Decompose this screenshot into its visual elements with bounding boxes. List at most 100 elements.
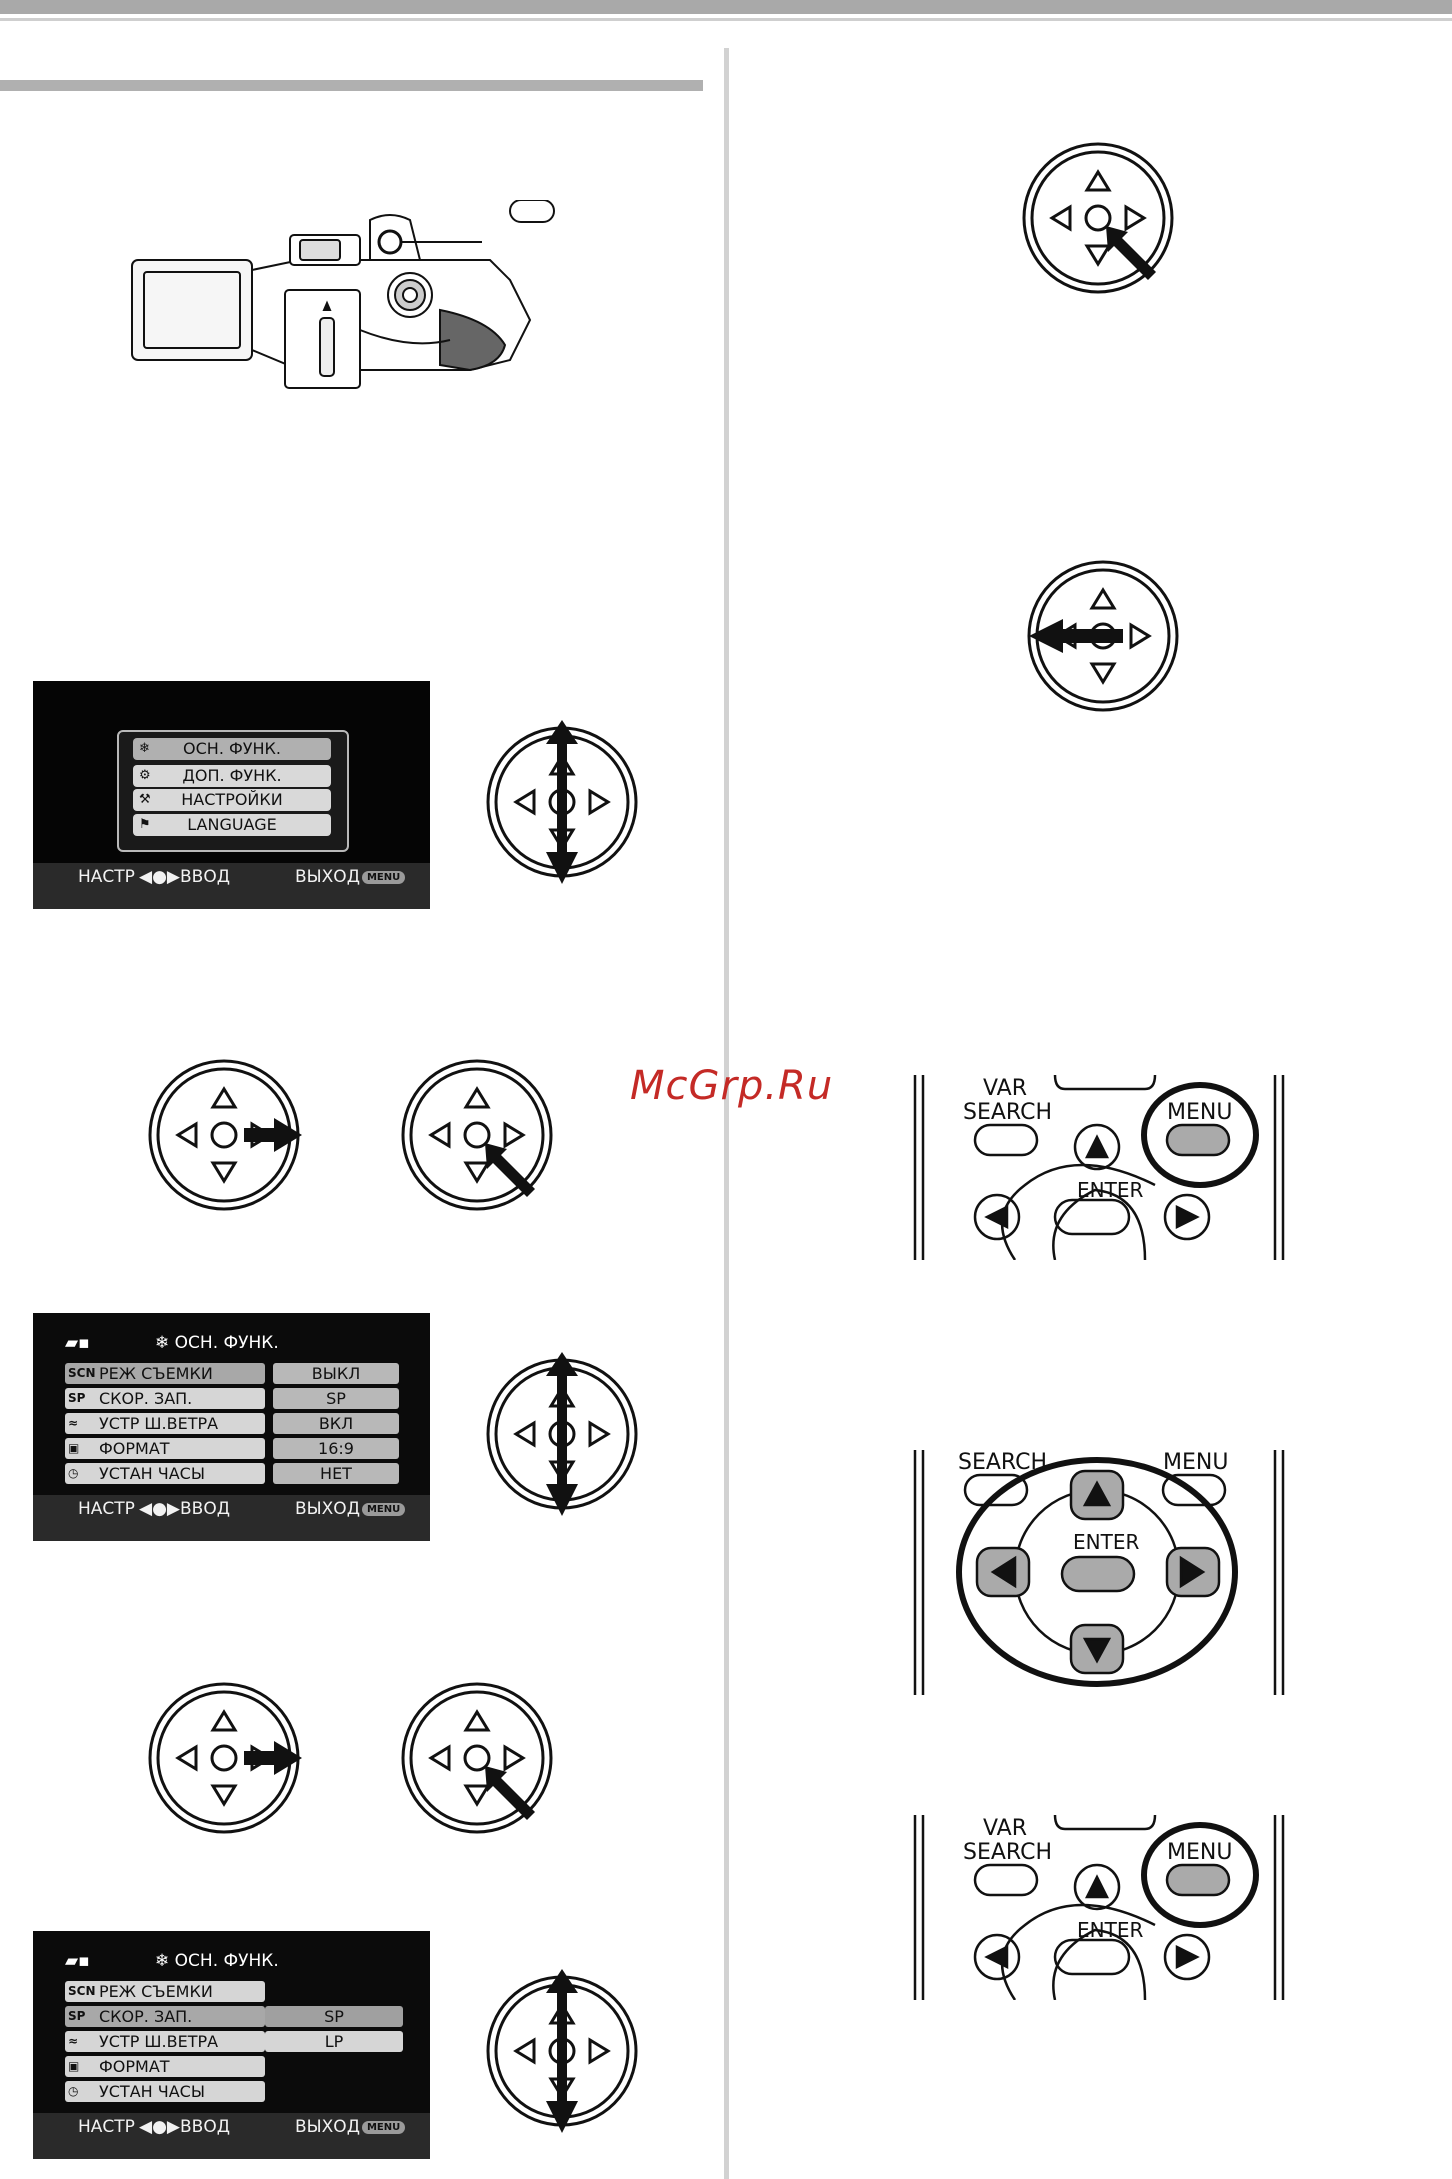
footer-enter-label: ВВОД [180,867,230,887]
menu-item-basic-functions[interactable]: ❄ ОСН. ФУНК. [133,738,331,760]
exit-text: ВЫХОД [295,2117,360,2137]
camera-mode-icon: ▰▪ [65,1951,90,1971]
basic-functions-icon: ❄ [155,1951,175,1971]
remote-panel-2: SEARCH MENU ENTER [913,1450,1285,1695]
remote-search-label: SEARCH [958,1450,1047,1475]
remote-enter-label: ENTER [1073,1530,1139,1554]
joystick-arrow-icon [244,1741,302,1775]
joystick-arrow-icon [546,1352,578,1516]
remote-enter-label: ENTER [1077,1918,1143,1942]
joystick-left-icon [1027,560,1179,712]
menu-badge: MENU [361,870,406,884]
watermark: McGrp.Ru [630,1063,834,1109]
row-wind-noise[interactable]: ≈УСТР Ш.ВЕТРА [65,1413,265,1434]
menu-item-label: LANGUAGE [187,815,277,834]
language-icon: ⚑ [139,817,151,832]
joystick-arrow-icon [546,720,578,884]
section-heading-bar [0,80,703,91]
joystick-press-1-icon [1022,142,1174,294]
joystick-right-2-icon [148,1682,302,1834]
joystick-icon: ◀●▶ [139,867,180,887]
row-rec-speed[interactable]: SP СКОР. ЗАП. [65,2006,265,2027]
row-clock-set[interactable]: ◷ УСТАН ЧАСЫ [65,2081,265,2102]
footer-set-label: НАСТР [78,867,135,887]
screen-title: ❄ ОСН. ФУНК. [155,1951,279,1971]
row-label: УСТАН ЧАСЫ [99,1464,205,1483]
remote-menu-label: MENU [1167,1100,1232,1125]
menu-badge: MENU [361,1502,406,1516]
menu-item-language[interactable]: ⚑ LANGUAGE [133,814,331,836]
value-scene-mode: ВЫКЛ [273,1363,399,1384]
basic-functions-icon: ❄ [139,741,150,756]
option-lp[interactable]: LP [265,2031,403,2052]
row-label: УСТР Ш.ВЕТРА [99,1414,219,1433]
screen-title: ❄ ОСН. ФУНК. [155,1333,279,1353]
value-clock-set: НЕТ [273,1463,399,1484]
remote-search-label: SEARCH [963,1100,1052,1125]
rec-speed-icon: SP [68,1391,86,1405]
joystick-icon: ◀●▶ [139,1499,180,1519]
footer-set-label: НАСТР [78,2117,135,2137]
joystick-arrow-icon [1029,619,1123,653]
joystick-icon: ◀●▶ [139,2117,180,2137]
joystick-arrow-icon [485,1766,535,1820]
row-label: СКОР. ЗАП. [99,2007,193,2026]
scene-icon: SCN [68,1366,96,1380]
menu-item-settings[interactable]: ⚒ НАСТРОЙКИ [133,789,331,811]
option-sp[interactable]: SP [265,2006,403,2027]
wind-icon: ≈ [68,2034,79,2048]
row-label: ФОРМАТ [99,1439,170,1458]
remote-menu-label: MENU [1167,1840,1232,1865]
row-wind-noise[interactable]: ≈ УСТР Ш.ВЕТРА [65,2031,265,2052]
screen-title-text: ОСН. ФУНК. [174,1951,279,1971]
row-label: УСТАН ЧАСЫ [99,2082,205,2101]
footer-enter-label: ВВОД [180,2117,230,2137]
joystick-arrow-icon [546,1969,578,2133]
value-aspect: 16:9 [273,1438,399,1459]
aspect-icon: ▣ [68,2059,80,2073]
remote-var-label: VAR [983,1076,1027,1101]
joystick-arrow-icon [1106,226,1156,280]
menu-badge: MENU [361,2120,406,2134]
row-label: УСТР Ш.ВЕТРА [99,2032,219,2051]
remote-enter-label: ENTER [1077,1178,1143,1202]
menu-item-label: ОСН. ФУНК. [183,739,281,758]
exit-text: ВЫХОД [295,1499,360,1519]
remote-menu-label: MENU [1163,1450,1228,1475]
row-label: ФОРМАТ [99,2057,170,2076]
menu-item-label: НАСТРОЙКИ [181,790,283,809]
joystick-arrow-icon [244,1118,302,1152]
basic-screen-footer [33,1495,430,1541]
remote-var-label: VAR [983,1816,1027,1841]
screen-title-text: ОСН. ФУНК. [174,1333,279,1353]
row-aspect[interactable]: ▣ ФОРМАТ [65,2056,265,2077]
clock-icon: ◷ [68,2084,79,2098]
row-clock-set[interactable]: ◷УСТАН ЧАСЫ [65,1463,265,1484]
rec-speed-icon: SP [68,2009,86,2023]
footer-enter-label: ВВОД [180,1499,230,1519]
aspect-icon: ▣ [68,1441,80,1455]
row-label: РЕЖ СЪЕМКИ [99,1364,213,1383]
remote-panel-1: VAR SEARCH MENU ENTER [913,1074,1285,1260]
joystick-updown-1-icon [486,720,638,884]
header-rule [0,18,1452,21]
value-rec-speed: SP [273,1388,399,1409]
remote-panel-3: VAR SEARCH MENU ENTER [913,1814,1285,2000]
joystick-updown-3-icon [486,1969,638,2133]
menu-item-label: ДОП. ФУНК. [182,766,282,785]
value-wind-noise: ВКЛ [273,1413,399,1434]
joystick-press-3-icon [401,1682,553,1834]
joystick-right-1-icon [148,1059,302,1211]
speed-screen-footer [33,2113,430,2159]
menu-screen-footer [33,863,430,909]
menu-item-advanced-functions[interactable]: ⚙ ДОП. ФУНК. [133,765,331,787]
row-aspect[interactable]: ▣ ФОРМАТ [65,1438,265,1459]
camera-mode-icon: ▰▪ [65,1333,90,1353]
